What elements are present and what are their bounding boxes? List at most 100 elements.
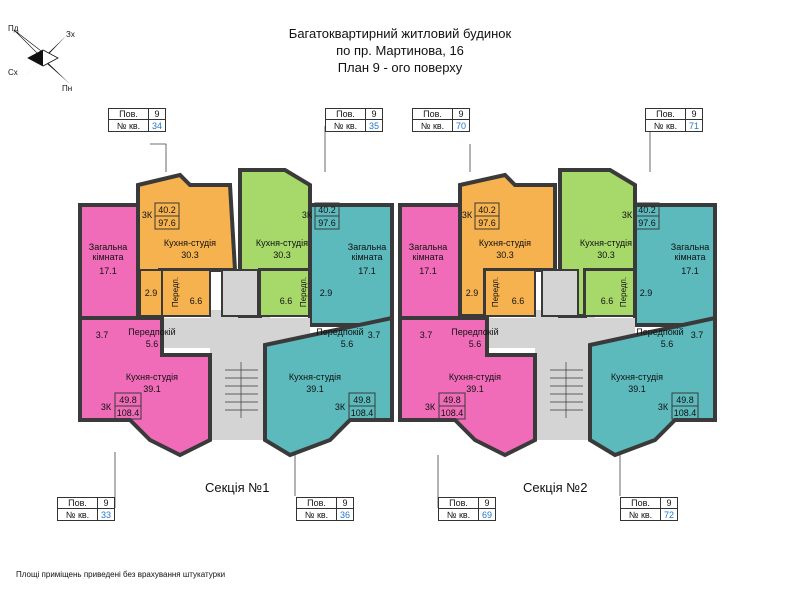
apt-72-bath-area: 3.7 xyxy=(691,330,704,340)
apt-70-number: 70 xyxy=(452,120,470,132)
apt-71-kitchen-area: 30.3 xyxy=(597,250,615,260)
apt-72-hall-area: 5.6 xyxy=(661,339,674,349)
apt-33-hall-label: Передпокій xyxy=(128,327,175,337)
svg-text:108.4: 108.4 xyxy=(351,408,374,418)
apt-36-infobox: Пов.9 № кв.36 xyxy=(296,497,354,521)
apt-35-bath-area: 2.9 xyxy=(320,288,333,298)
apt-70-kitchen-label: Кухня-студія xyxy=(479,238,531,248)
svg-text:40.2: 40.2 xyxy=(478,205,496,215)
title-line-1: Багатоквартирний житловий будинок xyxy=(288,26,512,41)
apt-34-living-label-1: Загальна xyxy=(89,242,127,252)
apt-70-living-label-1: Загальна xyxy=(409,242,447,252)
apt-71-living-label-2: кімната xyxy=(675,252,706,262)
section-2-label: Секція №2 xyxy=(523,480,588,495)
apt-71-living-area: 17.1 xyxy=(681,266,699,276)
svg-text:97.6: 97.6 xyxy=(478,218,496,228)
svg-text:49.8: 49.8 xyxy=(119,395,137,405)
apt-69-hall-area: 5.6 xyxy=(469,339,482,349)
apt-69-kitchen-label: Кухня-студія xyxy=(449,372,501,382)
apt-72-kitchen-label: Кухня-студія xyxy=(611,372,663,382)
compass-west-label: Зх xyxy=(66,30,75,39)
svg-text:49.8: 49.8 xyxy=(443,395,461,405)
apt-35-summary: 3К 40.2 97.6 xyxy=(302,202,340,230)
svg-text:40.2: 40.2 xyxy=(318,205,336,215)
apt-69-infobox: Пов.9 № кв.69 xyxy=(438,497,496,521)
svg-text:40.2: 40.2 xyxy=(638,205,656,215)
apt-34-hall-label: Передп. xyxy=(171,277,180,307)
apt-72 xyxy=(588,315,717,458)
svg-text:97.6: 97.6 xyxy=(638,218,656,228)
apt-70-bath-area: 2.9 xyxy=(466,288,479,298)
apt-36-hall-label: Передпокій xyxy=(316,327,363,337)
section-1-plan xyxy=(78,168,394,458)
apt-71-bath-area: 2.9 xyxy=(640,288,653,298)
elevator-2 xyxy=(541,269,579,317)
apt-71-living-label-1: Загальна xyxy=(671,242,709,252)
apt-72-infobox: Пов.9 № кв.72 xyxy=(620,497,678,521)
svg-text:3К: 3К xyxy=(302,210,313,220)
apt-33 xyxy=(78,316,212,458)
apt-34-kitchen-area: 30.3 xyxy=(181,250,199,260)
apt-71-kitchen-label: Кухня-студія xyxy=(580,238,632,248)
compass-star-icon xyxy=(13,29,70,84)
apt-69 xyxy=(398,316,537,458)
apt-69-summary: 3К 49.8 108.4 xyxy=(425,392,466,420)
apt-70-living-label-2: кімната xyxy=(413,252,444,262)
apt-35-hall xyxy=(259,269,311,317)
apt-35-hall-area: 6.6 xyxy=(280,296,293,306)
svg-text:3К: 3К xyxy=(335,402,346,412)
apt-70-living-area: 17.1 xyxy=(419,266,437,276)
apt-70-infobox: Пов.9 № кв.70 xyxy=(412,108,470,132)
apt-34-hall-area: 6.6 xyxy=(190,296,203,306)
apt-33-summary: 3К 49.8 108.4 xyxy=(101,392,142,420)
svg-text:108.4: 108.4 xyxy=(117,408,140,418)
apt-71-number: 71 xyxy=(685,120,703,132)
svg-text:3К: 3К xyxy=(622,210,633,220)
svg-text:3К: 3К xyxy=(101,402,112,412)
apt-35-hall-label: Передп. xyxy=(299,277,308,307)
apt-71-hall-area: 6.6 xyxy=(601,296,614,306)
apt-71-hall-label: Передп. xyxy=(619,277,628,307)
apt-35-kitchen-label: Кухня-студія xyxy=(256,238,308,248)
apt-72-number: 72 xyxy=(660,509,678,521)
svg-text:40.2: 40.2 xyxy=(158,205,176,215)
apt-70-hall-label: Передп. xyxy=(491,277,500,307)
compass-north-label: Пн xyxy=(62,84,73,93)
apt-36-kitchen-label: Кухня-студія xyxy=(289,372,341,382)
svg-text:108.4: 108.4 xyxy=(441,408,464,418)
svg-text:3К: 3К xyxy=(462,210,473,220)
apt-34-hall xyxy=(161,269,211,317)
svg-text:97.6: 97.6 xyxy=(318,218,336,228)
section-2-plan xyxy=(398,168,717,458)
apt-72-summary: 3К 49.8 108.4 xyxy=(658,392,699,420)
apt-36-number: 36 xyxy=(336,509,354,521)
apt-36 xyxy=(263,315,394,458)
svg-text:49.8: 49.8 xyxy=(676,395,694,405)
apt-70-kitchen-area: 30.3 xyxy=(496,250,514,260)
apt-34-summary: 3К 40.2 97.6 xyxy=(142,202,180,230)
apt-70-hall xyxy=(484,269,536,317)
apt-71-summary: 3К 40.2 97.6 xyxy=(622,202,660,230)
section-1-label: Секція №1 xyxy=(205,480,270,495)
footnote: Площі приміщень приведені без врахування… xyxy=(16,570,226,579)
apt-69-kitchen-area: 39.1 xyxy=(466,384,484,394)
apt-36-hall-area: 5.6 xyxy=(341,339,354,349)
apt-33-kitchen-area: 39.1 xyxy=(143,384,161,394)
apt-70-hall-area: 6.6 xyxy=(512,296,525,306)
apt-34-infobox: Пов.9 № кв.34 xyxy=(108,108,166,132)
apt-35-kitchen-area: 30.3 xyxy=(273,250,291,260)
svg-text:49.8: 49.8 xyxy=(353,395,371,405)
apt-33-number: 33 xyxy=(97,509,115,521)
apt-35-living-label-2: кімната xyxy=(352,252,383,262)
apt-35-infobox: Пов.9 № кв.35 xyxy=(325,108,383,132)
apt-33-bath-area: 3.7 xyxy=(96,330,109,340)
apt-69-hall-label: Передпокій xyxy=(451,327,498,337)
apt-36-summary: 3К 49.8 108.4 xyxy=(335,392,376,420)
apt-70-summary: 3К 40.2 97.6 xyxy=(462,202,500,230)
apt-34-living-area: 17.1 xyxy=(99,266,117,276)
apt-71-infobox: Пов.9 № кв.71 xyxy=(645,108,703,132)
apt-34-kitchen-label: Кухня-студія xyxy=(164,238,216,248)
apt-33-infobox: Пов.9 № кв.33 xyxy=(57,497,115,521)
